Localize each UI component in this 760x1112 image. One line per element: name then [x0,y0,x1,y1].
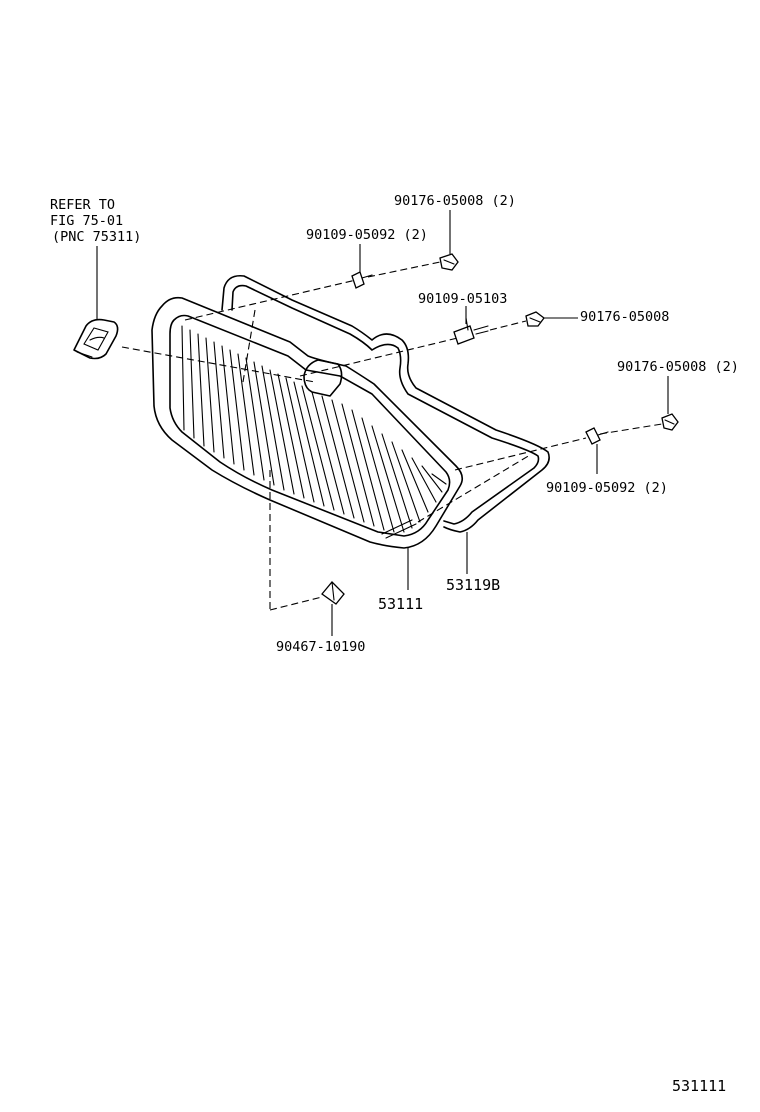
callout-90467-10190: 90467-10190 [276,639,365,655]
screw-90109-05092-right [585,427,609,445]
callout-90176-05008-top: 90176-05008 (2) [394,193,516,209]
callout-90176-05008-right: 90176-05008 (2) [617,359,739,375]
callout-90109-05092-right: 90109-05092 (2) [546,480,668,496]
reference-note-line-2: FIG 75-01 [50,213,123,229]
callout-90109-05103: 90109-05103 [418,291,507,307]
page-code: 531111 [672,1077,726,1095]
clip-90176-05008-middle [525,311,545,327]
grille-53111-part [151,296,464,549]
callout-90109-05092-top: 90109-05092 (2) [306,227,428,243]
callout-90176-05008-middle: 90176-05008 [580,309,669,325]
clip-90467-10190 [321,581,345,605]
callout-53111: 53111 [378,595,423,613]
screw-90109-05103 [453,317,489,345]
assembly-lines [121,261,663,611]
screw-90109-05092-top [351,271,373,289]
clip-90176-05008-top [439,253,459,271]
seal-53119b-part [221,274,550,533]
leader-lines [331,210,669,636]
reference-note-line-3: (PNC 75311) [52,229,141,245]
clip-90176-05008-right [661,413,679,431]
emblem-part [73,318,119,360]
grille-fins [181,325,447,533]
callout-53119b: 53119B [446,576,500,594]
reference-note-line-1: REFER TO [50,197,115,213]
